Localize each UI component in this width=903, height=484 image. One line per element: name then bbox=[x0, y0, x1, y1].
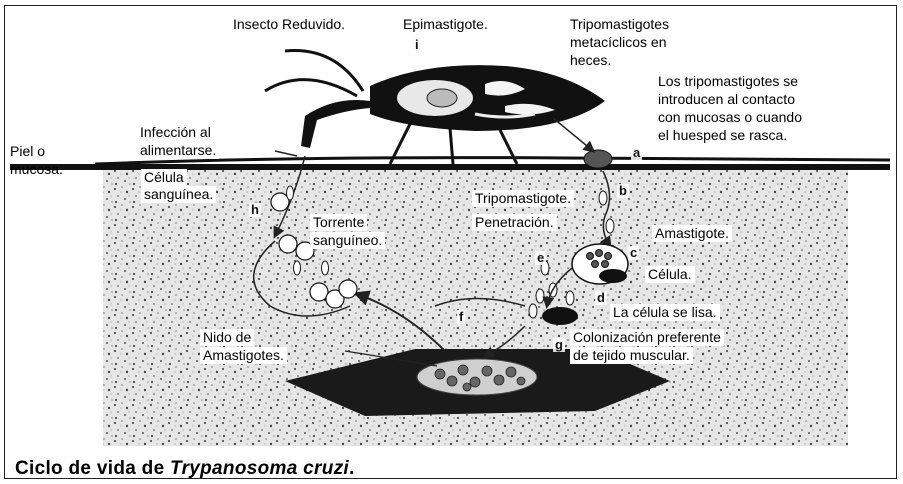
label-infection-1: Infección al bbox=[137, 124, 214, 141]
label-introduce-4: el huesped se rasca. bbox=[655, 127, 790, 144]
label-cell-lysis: La célula se lisa. bbox=[610, 304, 720, 321]
label-amastigote: Amastigote. bbox=[652, 225, 732, 242]
label-colonization-1: Colonización preferente bbox=[570, 329, 724, 346]
stage-letter-g: g bbox=[553, 338, 565, 352]
label-blood-cell-1: Célula bbox=[141, 169, 187, 186]
stage-letter-a: a bbox=[631, 146, 642, 160]
label-bloodstream-1: Torrente bbox=[310, 214, 367, 231]
stage-letter-d: d bbox=[595, 291, 607, 305]
label-metacyclic-2: metacíclicos en bbox=[567, 34, 669, 51]
label-cell: Célula. bbox=[645, 266, 695, 283]
label-metacyclic-1: Tripomastigotes bbox=[567, 16, 672, 33]
label-introduce-3: con mucosas o cuando bbox=[655, 109, 805, 126]
label-insect: Insecto Reduvido. bbox=[230, 16, 348, 33]
label-skin-2: mucosa. bbox=[7, 161, 66, 178]
lysed-cell bbox=[542, 307, 578, 325]
label-introduce-2: introducen al contacto bbox=[655, 91, 798, 108]
label-infection-2: alimentarse. bbox=[137, 142, 219, 159]
stage-letter-f: f bbox=[457, 310, 465, 324]
label-nest-2: Amastigotes. bbox=[200, 347, 287, 364]
stage-letter-b: b bbox=[617, 184, 629, 198]
stage-letter-i: i bbox=[413, 38, 421, 52]
stage-letter-h: h bbox=[249, 203, 261, 217]
label-trypomastigote: Tripomastigote. bbox=[472, 190, 574, 207]
label-colonization-2: de tejido muscular. bbox=[570, 347, 693, 364]
label-penetration: Penetración. bbox=[472, 214, 557, 231]
label-metacyclic-3: heces. bbox=[567, 52, 614, 69]
reduviid-insect bbox=[265, 51, 605, 165]
caption-suffix: . bbox=[349, 458, 355, 479]
label-epimastigote: Epimastigote. bbox=[400, 16, 491, 33]
caption-species: Trypanosoma cruzi bbox=[170, 458, 349, 479]
figure-frame: Insecto Reduvido. Epimastigote. Tripomas… bbox=[4, 5, 897, 479]
stage-letter-c: c bbox=[628, 246, 639, 260]
stage-letter-e: e bbox=[535, 251, 546, 265]
label-nest-1: Nido de bbox=[200, 329, 254, 346]
feces-deposit bbox=[584, 150, 612, 168]
label-skin-1: Piel o bbox=[7, 143, 48, 160]
label-introduce-1: Los tripomastigotes se bbox=[655, 73, 801, 90]
label-blood-cell-2: sanguínea. bbox=[141, 186, 216, 203]
figure-caption: Ciclo de vida de Trypanosoma cruzi. bbox=[15, 458, 355, 480]
label-bloodstream-2: sanguíneo. bbox=[310, 232, 385, 249]
caption-prefix: Ciclo de vida de bbox=[15, 458, 170, 479]
